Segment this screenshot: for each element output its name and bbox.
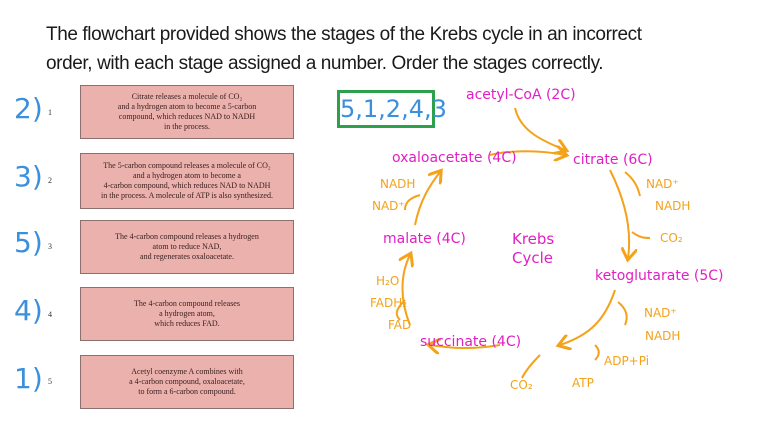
label-malate: malate (4C) [383,231,466,247]
fadh2: FADH₂ [370,296,407,310]
nad-plus-2: NAD⁺ [644,306,677,320]
cycle-arrows [395,107,651,379]
h2o: H₂O [376,274,399,288]
label-oxaloacetate: oxaloacetate (4C) [392,150,517,166]
stage-box: The 4-carbon compound releases a hydroge… [80,220,294,274]
label-acetyl-coa: acetyl-CoA (2C) [466,87,576,103]
handwritten-answer: 3) [14,160,43,193]
center-krebs: Krebs [512,230,554,248]
stage-index: 2 [48,176,52,185]
co2-1: CO₂ [660,231,683,245]
handwritten-answer: 4) [14,294,43,327]
atp: ATP [572,376,594,390]
label-citrate: citrate (6C) [573,152,653,168]
handwritten-answer: 1) [14,362,43,395]
handwritten-answer: 2) [14,92,43,125]
stage-box: The 4-carbon compound releases a hydroge… [80,287,294,341]
center-cycle: Cycle [512,249,553,267]
question-line-1: The flowchart provided shows the stages … [46,24,642,45]
stage-index: 3 [48,242,52,251]
stage-box: Acetyl coenzyme A combines with a 4-carb… [80,355,294,409]
label-succinate: succinate (4C) [420,334,521,350]
stage-index: 5 [48,377,52,386]
label-ketoglutarate: ketoglutarate (5C) [595,268,724,284]
stage-index: 1 [48,108,52,117]
stage-index: 4 [48,310,52,319]
co2-2: CO₂ [510,378,533,392]
adp-pi: ADP+Pi [604,354,649,368]
fad: FAD [388,318,411,332]
stage-box: The 5-carbon compound releases a molecul… [80,153,294,209]
nadh-2: NADH [645,329,680,343]
stage-box: Citrate releases a molecule of CO₂ and a… [80,85,294,139]
nad-plus-3: NAD⁺ [372,199,405,213]
question-line-2: order, with each stage assigned a number… [46,53,604,74]
answer-order-box: 5,1,2,4,3 [337,90,447,128]
handwritten-answer: 5) [14,226,43,259]
nadh-3: NADH [380,177,415,191]
nadh-1: NADH [655,199,690,213]
nad-plus-1: NAD⁺ [646,177,679,191]
